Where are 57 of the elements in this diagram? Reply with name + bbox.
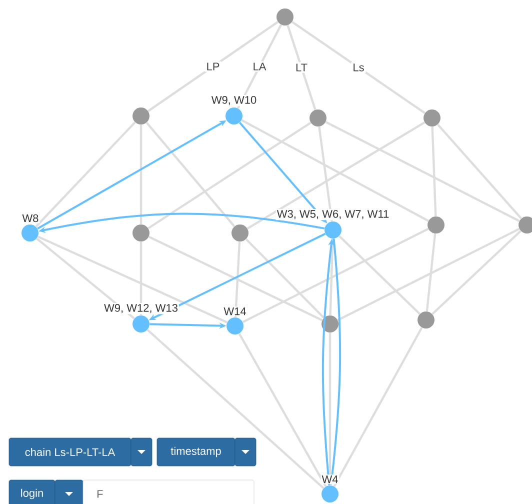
connector-line — [242, 228, 429, 324]
connector-line — [329, 238, 334, 316]
connector-line — [146, 122, 236, 228]
highlighted-node — [22, 224, 38, 242]
lattice-node — [132, 224, 150, 242]
connector-line — [431, 126, 437, 216]
node-label: W4 — [320, 474, 340, 484]
connector-line — [337, 228, 520, 322]
connector-line — [318, 126, 333, 222]
lattice-node — [132, 108, 150, 124]
highlighted-node — [324, 222, 342, 238]
lattice-node — [428, 216, 444, 234]
lattice-node — [424, 110, 440, 126]
lattice-node — [518, 216, 532, 234]
connector-line — [148, 21, 278, 112]
edge-label: LP — [207, 62, 220, 70]
connector-line — [146, 329, 324, 489]
dropdown-button: login — [8, 480, 56, 504]
highlighted-node — [226, 108, 242, 124]
connector-line — [140, 124, 142, 224]
edge-label: Ls — [354, 64, 364, 72]
connector-line — [148, 122, 312, 230]
node-label: W9, W12, W13 — [103, 303, 179, 314]
connector-line — [35, 122, 136, 228]
node-label: W9, W10 — [210, 95, 258, 106]
lattice-node — [418, 312, 434, 328]
connector-line — [237, 24, 282, 109]
connector-line — [245, 238, 325, 319]
connector-line — [286, 24, 316, 110]
connector-line — [238, 333, 327, 487]
connector-line — [36, 238, 135, 320]
highlighted-node — [132, 316, 150, 332]
connector-line — [140, 242, 142, 316]
lattice-node — [310, 110, 326, 126]
connector-line — [292, 21, 426, 114]
dropdown-button: chain Ls-LP-LT-LA — [8, 438, 132, 466]
connector-line — [436, 124, 522, 220]
connector-line — [426, 234, 436, 312]
node-label: W3, W5, W6, W7, W11 — [276, 209, 390, 220]
edge-label: LT — [296, 64, 308, 72]
connector-line — [338, 235, 421, 315]
connector-line — [325, 120, 520, 222]
node-label: W8 — [21, 213, 40, 224]
connector-line — [328, 332, 332, 486]
lattice-node — [322, 316, 338, 332]
dropdown-button: timestamp — [156, 438, 236, 466]
connector-line — [432, 230, 522, 315]
lattice-node — [232, 224, 248, 242]
edge-label: LA — [254, 62, 266, 70]
lattice-node — [276, 8, 294, 26]
node-label: W14 — [222, 306, 248, 316]
highlighted-node — [226, 318, 244, 334]
connector-line — [37, 236, 228, 324]
connector-line — [333, 327, 423, 487]
highlighted-node — [322, 486, 338, 502]
input-field: F — [82, 480, 254, 504]
connector-line — [234, 242, 241, 318]
